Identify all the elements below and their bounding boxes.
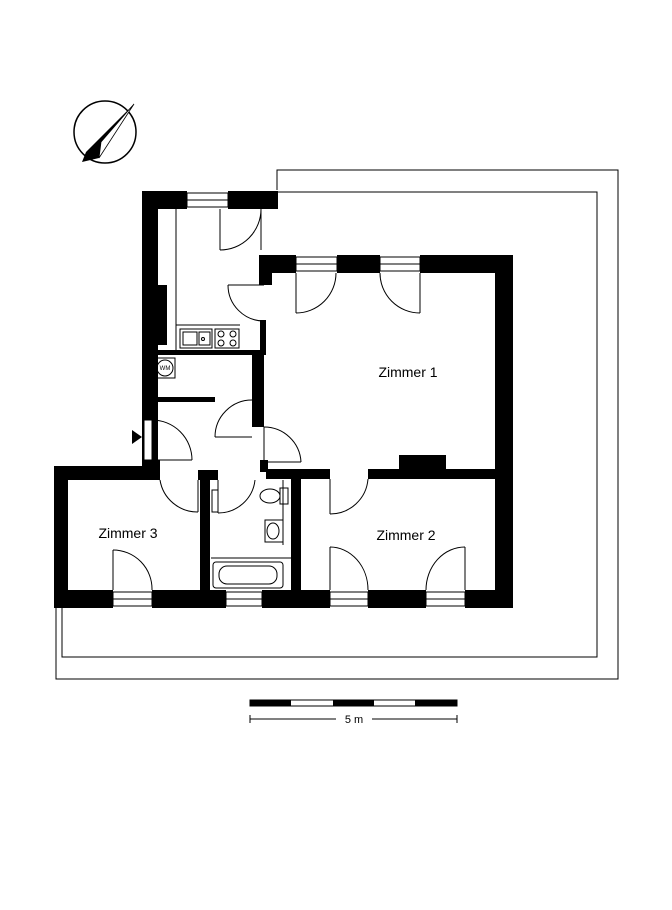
room-label-zimmer-3: Zimmer 3 <box>98 525 157 541</box>
washing-machine-label: WM <box>160 366 171 372</box>
kitchen-fixtures <box>175 209 262 350</box>
room-label-zimmer-1: Zimmer 1 <box>378 364 437 380</box>
washing-machine-icon: WM <box>154 357 176 379</box>
north-arrow-icon <box>73 100 137 164</box>
terrace-outline <box>55 169 619 680</box>
scale-bar: 5 m <box>249 699 458 726</box>
windows <box>112 192 466 607</box>
walls <box>54 191 513 608</box>
room-label-zimmer-2: Zimmer 2 <box>376 527 435 543</box>
entrance-arrow-icon <box>132 430 142 444</box>
scale-label: 5 m <box>345 714 363 726</box>
bathroom-fixtures <box>211 480 291 589</box>
